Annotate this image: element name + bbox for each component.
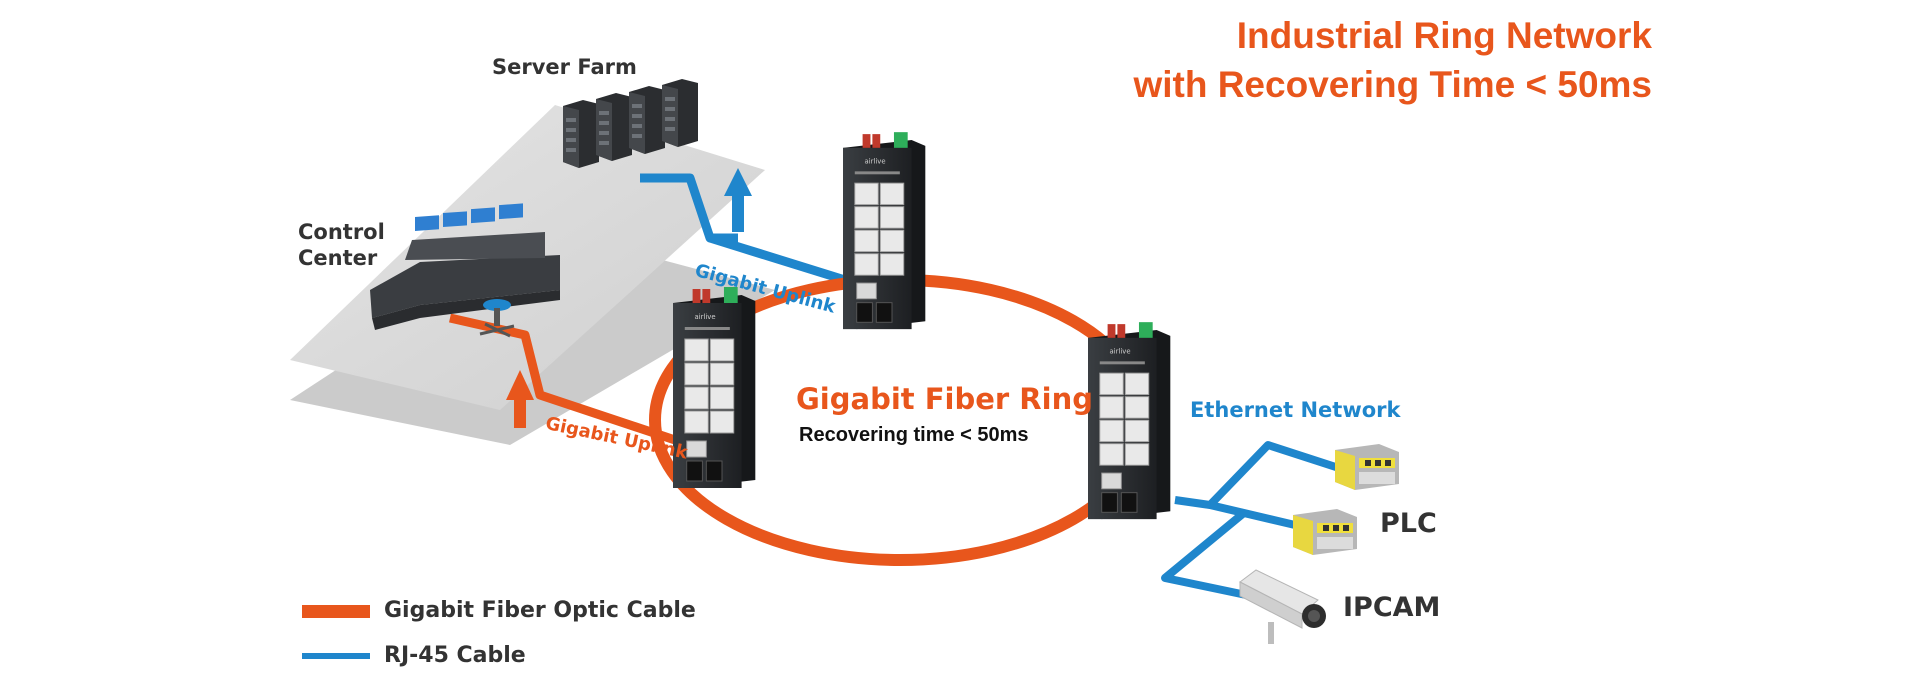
server-rack-icon bbox=[629, 86, 665, 154]
title-line-1: Industrial Ring Network bbox=[1236, 15, 1652, 56]
server-farm-label: Server Farm bbox=[492, 55, 637, 79]
uplink-arrow-icon bbox=[506, 370, 534, 428]
ring-title: Gigabit Fiber Ring bbox=[796, 382, 1093, 416]
server-rack-icon bbox=[563, 100, 599, 168]
title-line-2: with Recovering Time < 50ms bbox=[1133, 64, 1652, 105]
ipcam-label: IPCAM bbox=[1343, 592, 1441, 623]
uplink-arrow-icon bbox=[724, 168, 752, 232]
rj45-ethernet-b bbox=[1209, 501, 1296, 529]
server-rack-icon bbox=[596, 93, 632, 161]
rj45-ethernet-c bbox=[1161, 508, 1271, 604]
plc-device-icon bbox=[1335, 444, 1399, 490]
rj45-uplink-switch bbox=[708, 233, 847, 285]
industrial-switch-icon bbox=[1087, 321, 1171, 520]
control-desk-icon bbox=[370, 203, 560, 330]
ip-camera-icon bbox=[1239, 569, 1326, 644]
plc-device-icon bbox=[1293, 509, 1357, 555]
control-center-label-line2: Center bbox=[298, 246, 378, 270]
control-center-label-line1: Control bbox=[298, 220, 385, 244]
legend-fiber-label: Gigabit Fiber Optic Cable bbox=[384, 598, 696, 623]
rj45-ethernet-a bbox=[1174, 441, 1347, 509]
server-rack-icon bbox=[662, 79, 698, 147]
office-chair-icon bbox=[479, 299, 515, 338]
legend-rj45-label: RJ-45 Cable bbox=[384, 643, 526, 668]
industrial-switch-icon bbox=[842, 131, 926, 330]
legend-rj45-swatch bbox=[302, 653, 370, 659]
ring-subtitle: Recovering time < 50ms bbox=[799, 424, 1029, 446]
legend-fiber-swatch bbox=[302, 605, 370, 618]
ethernet-network-label: Ethernet Network bbox=[1190, 398, 1401, 422]
plc-label: PLC bbox=[1380, 508, 1437, 539]
